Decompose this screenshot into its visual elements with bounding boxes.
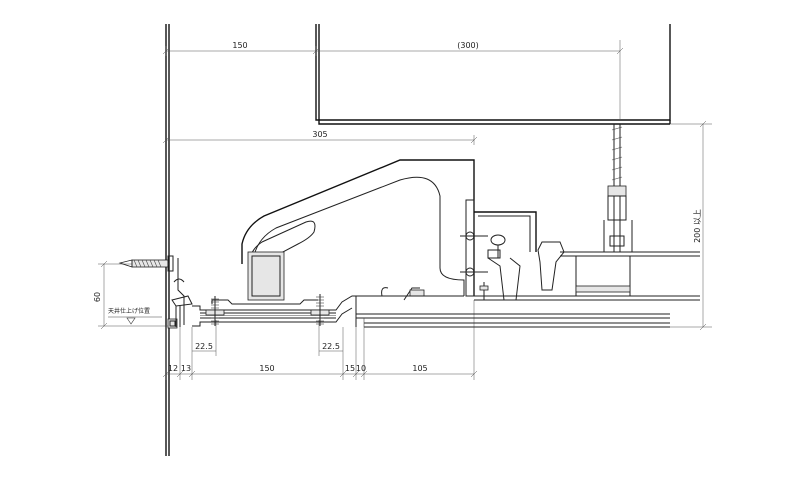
dim-bottom-c: 150 bbox=[259, 364, 274, 373]
dim-bottom-a: 12 bbox=[168, 364, 178, 373]
slab-structure bbox=[315, 24, 671, 125]
dim-bottom-e: 10 bbox=[356, 364, 366, 373]
dim-bottom-d: 15 bbox=[345, 364, 355, 373]
anchor-screw bbox=[118, 255, 174, 272]
wall-edge-trim bbox=[167, 258, 193, 329]
clip-right bbox=[310, 294, 330, 326]
dim-overall: 305 bbox=[312, 130, 327, 139]
ceiling-panel bbox=[192, 294, 357, 327]
hanger-rod bbox=[603, 124, 633, 253]
wall-structure bbox=[165, 24, 170, 456]
main-channel bbox=[474, 211, 700, 301]
hanger-bracket bbox=[241, 159, 488, 301]
dim-top-right: (300) bbox=[457, 41, 479, 50]
channel-clip bbox=[479, 234, 565, 301]
dim-height-right: 200 以上 bbox=[693, 209, 702, 243]
dim-clip-left: 22.5 bbox=[195, 342, 213, 351]
dim-top-left: 150 bbox=[232, 41, 247, 50]
ceiling-finish-label: 天井仕上げ位置 bbox=[108, 307, 150, 315]
dim-clip-right: 22.5 bbox=[322, 342, 340, 351]
dim-bottom-b: 13 bbox=[181, 364, 191, 373]
dim-height-left: 60 bbox=[93, 292, 102, 302]
ceiling-board bbox=[356, 313, 670, 328]
clip-left bbox=[205, 296, 225, 326]
dim-bottom-f: 105 bbox=[412, 364, 427, 373]
ceiling-finish-marker bbox=[108, 316, 162, 325]
panel-hook bbox=[356, 287, 464, 301]
